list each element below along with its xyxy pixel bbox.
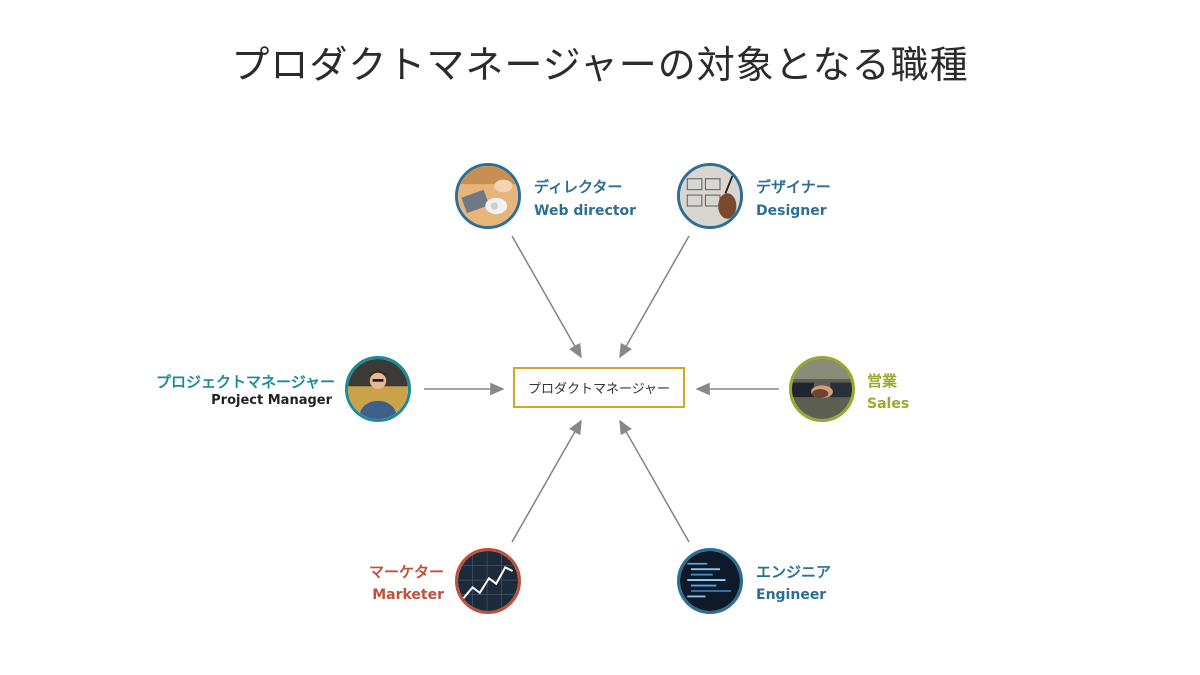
marketer-label-en: Marketer [372,587,444,603]
arrow-director [511,235,582,359]
arrow-engineer [619,419,690,543]
center-node-product-manager: プロダクトマネージャー [513,367,685,408]
engineer-label-jp: エンジニア [756,563,832,581]
sketch-photo-icon [677,163,743,229]
person-photo-icon [345,356,411,422]
chart-photo-icon [455,548,521,614]
handshake-photo-icon [789,356,855,422]
page-title: プロダクトマネージャーの対象となる職種 [231,43,969,87]
code-photo-icon [677,548,743,614]
designer-label-en: Designer [756,203,827,219]
project-manager-label-en: Project Manager [211,393,332,408]
arrow-designer [619,235,690,359]
director-label-jp: ディレクター [534,178,623,196]
director-label-en: Web director [534,203,637,219]
engineer-label-en: Engineer [756,587,827,603]
sales-label-jp: 営業 [867,372,898,390]
project-manager-label-jp: プロジェクトマネージャー [156,373,335,391]
laptop-photo-icon [455,163,521,229]
arrow-marketer [511,419,582,543]
sales-label-en: Sales [867,396,910,412]
designer-label-jp: デザイナー [756,178,831,196]
marketer-label-jp: マーケター [368,563,444,581]
